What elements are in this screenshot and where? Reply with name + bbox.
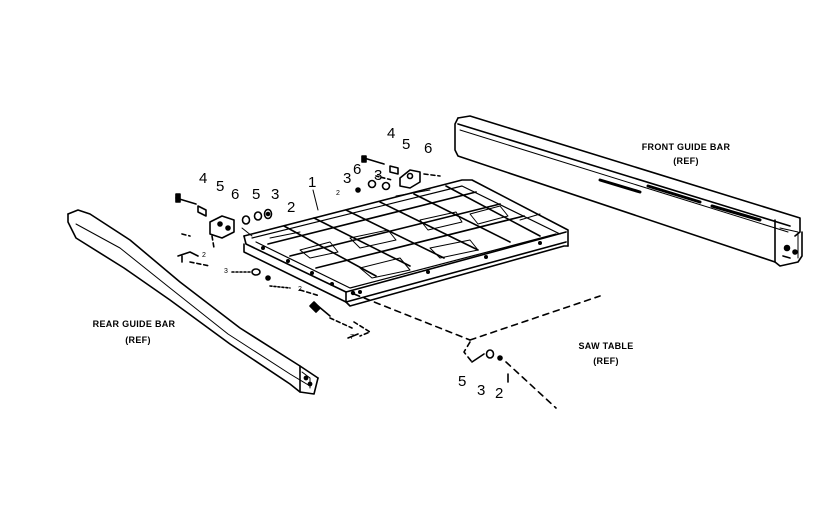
callout-4-top: 4 — [387, 125, 396, 142]
callout-6-top: 6 — [424, 140, 433, 157]
callout-4-left: 4 — [199, 170, 208, 187]
callout-1: 1 — [308, 174, 317, 191]
rear-guide-bar-ref: (REF) — [125, 335, 151, 345]
lower-left-bolts — [232, 269, 370, 338]
top-bracket-hardware — [356, 156, 440, 192]
saw-table-leaders — [354, 294, 600, 408]
main-frame-drawing — [244, 180, 568, 306]
rear-guide-bar-drawing — [68, 210, 318, 394]
callout-3-bottom: 3 — [477, 382, 486, 399]
left-bracket-hardware — [176, 194, 272, 266]
saw-table-ref: (REF) — [593, 356, 619, 366]
callout-5-top: 5 — [402, 136, 411, 153]
rear-guide-bar-label: REAR GUIDE BAR — [92, 319, 176, 329]
callout-6-top2: 6 — [353, 161, 362, 178]
callout-6-left: 6 — [231, 186, 240, 203]
callout-5-left: 5 — [216, 178, 225, 195]
frame-holes — [261, 241, 542, 296]
saw-table-label: SAW TABLE — [578, 341, 634, 351]
tiny-callout-7a: 7 — [350, 334, 354, 341]
callout-2-bottom: 2 — [495, 385, 504, 402]
callout-5-mid: 5 — [252, 186, 261, 203]
callout-5-bottom: 5 — [458, 373, 467, 390]
tiny-callout-2c: 2 — [202, 252, 206, 259]
callout-2-right: 2 — [287, 199, 296, 216]
front-guide-bar-label: FRONT GUIDE BAR — [641, 142, 731, 152]
tiny-callout-2b: 2 — [298, 286, 302, 293]
tiny-callout-2a: 2 — [336, 190, 340, 197]
front-guide-bar-ref: (REF) — [673, 156, 699, 166]
callout-3-right: 3 — [374, 167, 383, 184]
callout-3-top: 3 — [343, 170, 352, 187]
tiny-callout-3a: 3 — [224, 268, 228, 275]
callout-leaders — [242, 190, 318, 236]
front-guide-bar-drawing — [455, 116, 802, 266]
callout-3-left: 3 — [271, 186, 280, 203]
